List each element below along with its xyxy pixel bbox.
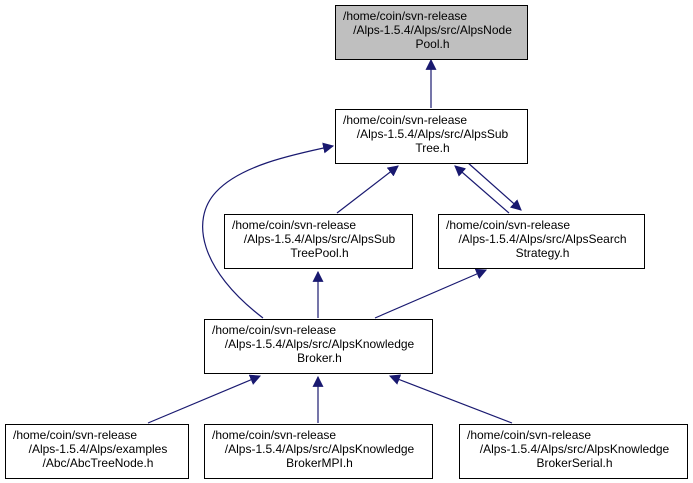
node-line: /Alps-1.5.4/Alps/src/AlpsSub [243, 232, 396, 246]
node-line: BrokerSerial.h [536, 456, 613, 470]
node-line: /home/coin/svn-release [13, 428, 138, 442]
node-line: /Alps-1.5.4/Alps/src/AlpsKnowledge [224, 442, 415, 456]
node-line: /home/coin/svn-release [343, 113, 468, 127]
node-line: Broker.h [297, 351, 342, 365]
node-line: /Alps-1.5.4/Alps/src/AlpsKnowledge [479, 442, 670, 456]
edge-subtreepool-to-subtree [336, 165, 399, 214]
node-alps-sub-tree-h[interactable]: /home/coin/svn-release /Alps-1.5.4/Alps/… [335, 109, 528, 164]
node-line: /Alps-1.5.4/Alps/src/AlpsKnowledge [224, 337, 415, 351]
node-alps-search-strategy-h[interactable]: /home/coin/svn-release /Alps-1.5.4/Alps/… [438, 214, 645, 269]
node-alps-knowledge-broker-mpi-h[interactable]: /home/coin/svn-release /Alps-1.5.4/Alps/… [204, 424, 433, 479]
node-line: /home/coin/svn-release [212, 428, 337, 442]
edge-brokerserial-to-knowledgebroker [388, 374, 513, 424]
node-line: /home/coin/svn-release [343, 9, 468, 23]
node-line: BrokerMPI.h [286, 456, 353, 470]
node-line: /Alps-1.5.4/Alps/src/AlpsSearch [458, 232, 627, 246]
node-line: /home/coin/svn-release [212, 323, 337, 337]
node-line: /home/coin/svn-release [232, 218, 357, 232]
node-alps-sub-tree-pool-h[interactable]: /home/coin/svn-release /Alps-1.5.4/Alps/… [224, 214, 413, 269]
node-line: Strategy.h [515, 246, 570, 260]
edge-knowledgebroker-to-subtree [202, 142, 335, 319]
node-line: TreePool.h [290, 246, 349, 260]
node-alps-knowledge-broker-h[interactable]: /home/coin/svn-release /Alps-1.5.4/Alps/… [204, 319, 433, 374]
edge-subtree-to-searchstrategy [466, 161, 522, 211]
node-line: Tree.h [415, 141, 450, 155]
node-line: /Abc/AbcTreeNode.h [42, 456, 154, 470]
edge-searchstrategy-to-subtree [454, 165, 510, 214]
node-alps-node-pool-h: /home/coin/svn-release /Alps-1.5.4/Alps/… [335, 5, 528, 60]
node-line: /Alps-1.5.4/Alps/examples [28, 442, 168, 456]
node-line: /Alps-1.5.4/Alps/src/AlpsNode [353, 23, 512, 37]
node-alps-knowledge-broker-serial-h[interactable]: /home/coin/svn-release /Alps-1.5.4/Alps/… [459, 424, 688, 479]
node-line: Pool.h [415, 37, 450, 51]
edge-abctreenode-to-knowledgebroker [147, 374, 262, 424]
edge-knowledgebroker-to-searchstrategy [374, 268, 488, 319]
node-line: /home/coin/svn-release [467, 428, 592, 442]
node-abc-tree-node-h[interactable]: /home/coin/svn-release /Alps-1.5.4/Alps/… [5, 424, 189, 479]
node-line: /Alps-1.5.4/Alps/src/AlpsSub [356, 127, 509, 141]
node-line: /home/coin/svn-release [446, 218, 571, 232]
